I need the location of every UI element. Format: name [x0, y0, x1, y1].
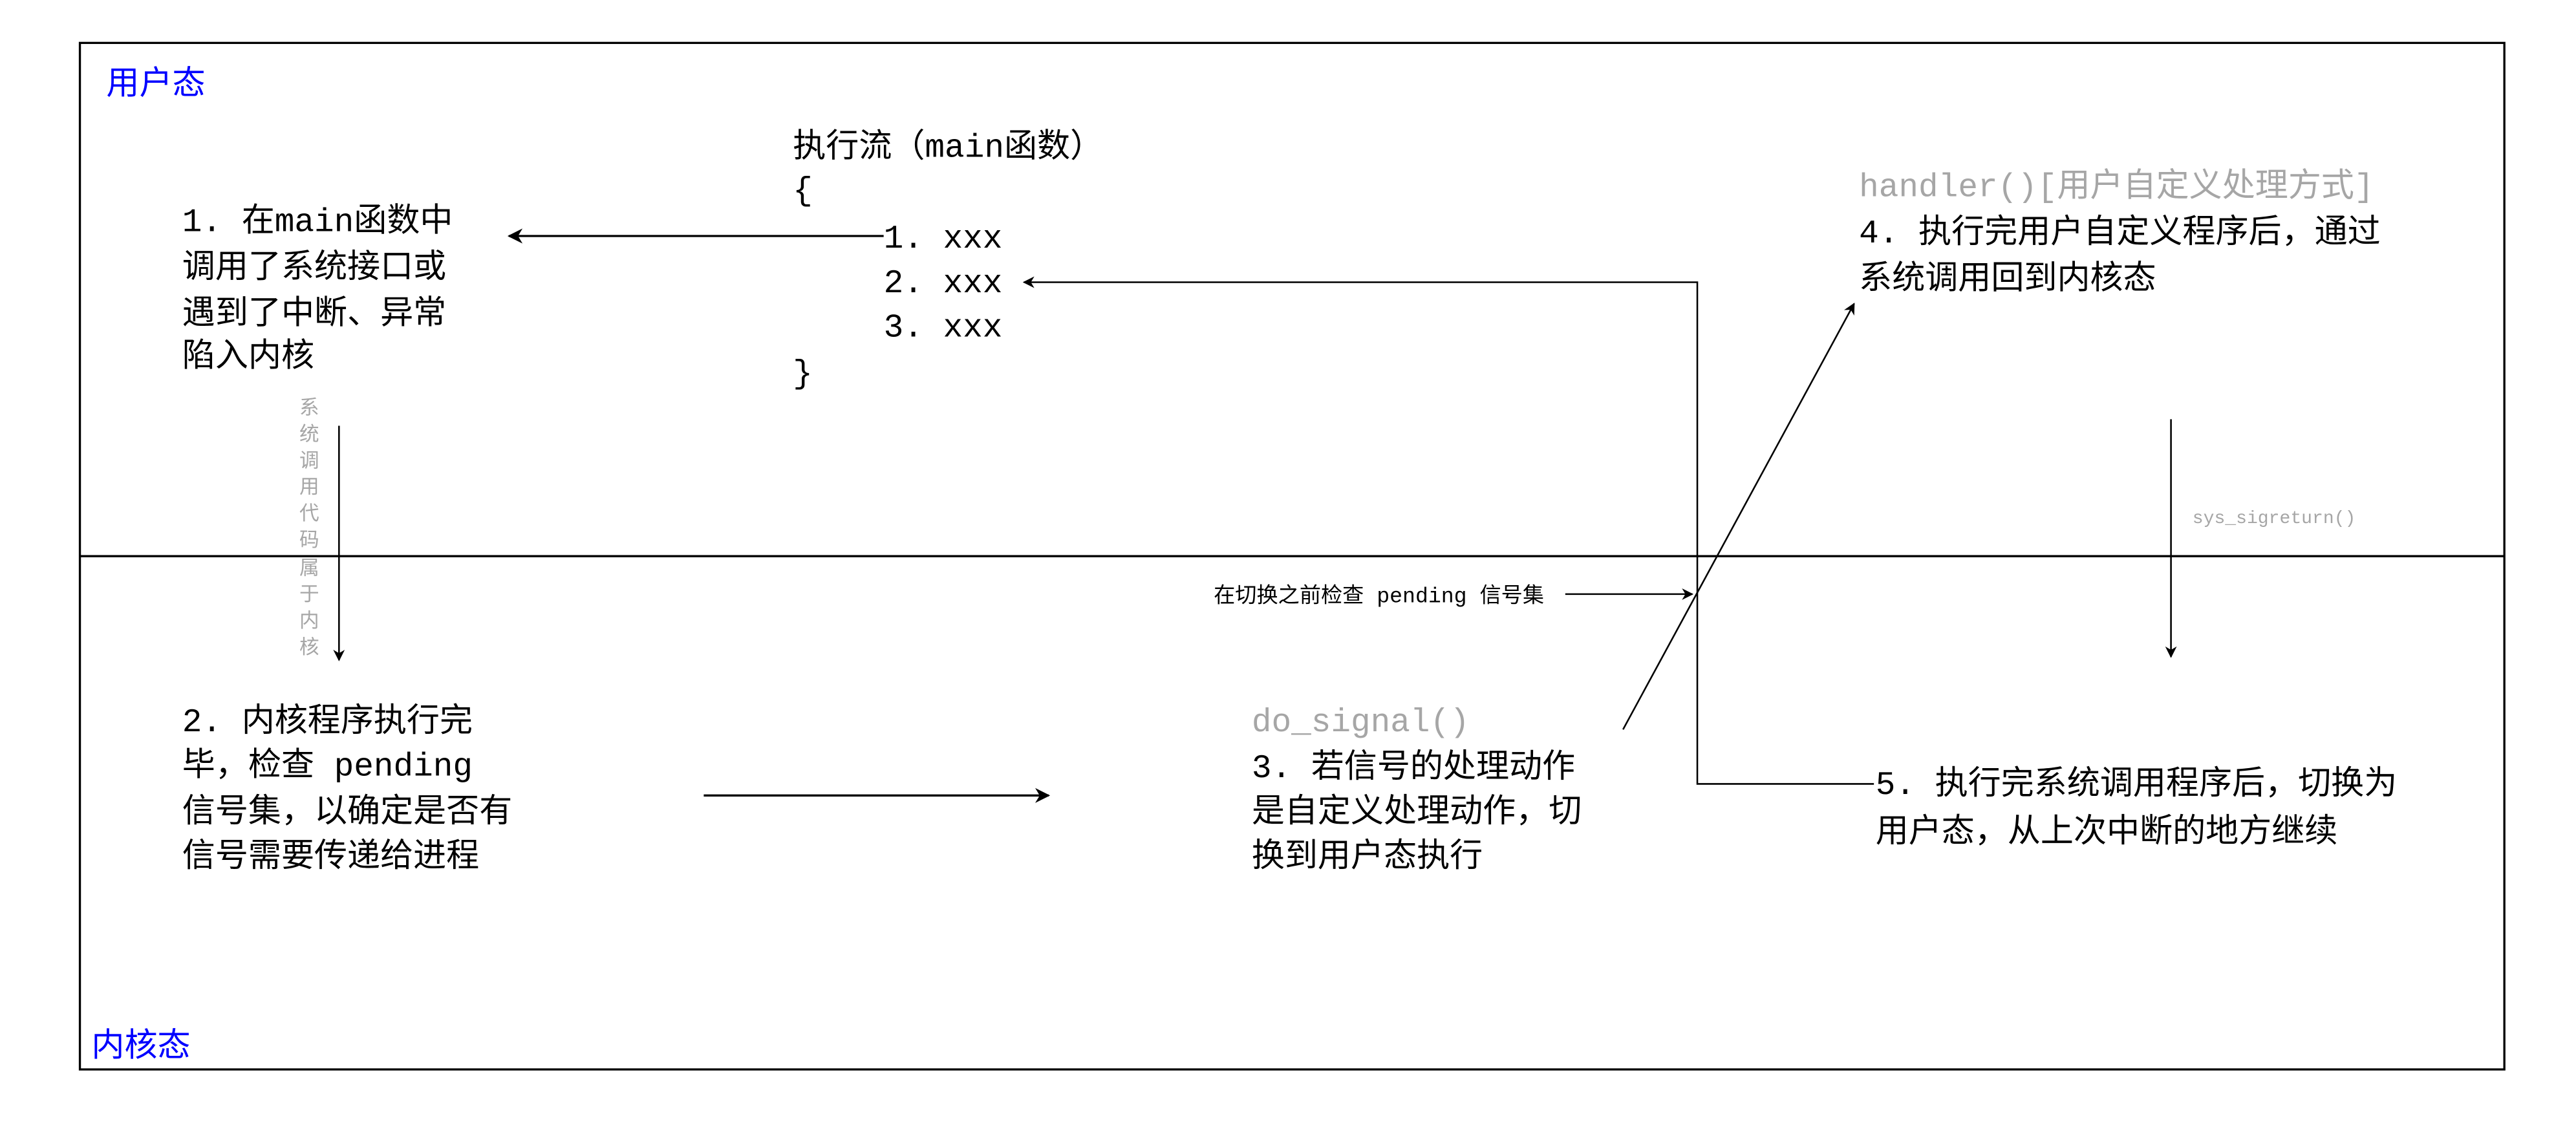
svg-text:1. 在main函数中: 1. 在main函数中 — [182, 202, 453, 241]
svg-text:用户态，从上次中断的地方继续: 用户态，从上次中断的地方继续 — [1876, 813, 2338, 852]
svg-text:内: 内 — [299, 610, 319, 634]
check-pending-note: 在切换之前检查 pending 信号集 — [1214, 584, 1544, 609]
svg-text:5. 执行完系统调用程序后，切换为: 5. 执行完系统调用程序后，切换为 — [1876, 766, 2398, 804]
svg-text:核: 核 — [299, 636, 319, 660]
svg-text:信号需要传递给进程: 信号需要传递给进程 — [182, 838, 479, 877]
svg-text:系: 系 — [299, 398, 319, 421]
exec-step-2: 2. xxx — [884, 265, 1003, 303]
user-mode-label: 用户态 — [106, 65, 205, 104]
svg-text:毕，检查 pending: 毕，检查 pending — [182, 747, 473, 786]
svg-text:是自定义处理动作，切: 是自定义处理动作，切 — [1252, 793, 1582, 832]
svg-text:属: 属 — [299, 558, 319, 581]
svg-text:系统调用回到内核态: 系统调用回到内核态 — [1859, 261, 2156, 299]
svg-text:2. 内核程序执行完: 2. 内核程序执行完 — [182, 703, 473, 742]
svg-text:陷入内核: 陷入内核 — [182, 338, 314, 377]
syscall-note: 系 统 调 用 代 码 属 于 内 核 — [299, 398, 319, 660]
close-brace: } — [793, 356, 813, 393]
step1-text: 1. 在main函数中 调用了系统接口或 遇到了中断、异常 陷入内核 — [182, 202, 453, 376]
svg-text:码: 码 — [299, 530, 319, 553]
step2-text: 2. 内核程序执行完 毕，检查 pending 信号集，以确定是否有 信号需要传… — [182, 703, 512, 877]
exec-step-3: 3. xxx — [884, 310, 1003, 347]
exec-flow-title: 执行流（main函数） — [793, 128, 1103, 167]
svg-text:调用了系统接口或: 调用了系统接口或 — [182, 249, 446, 288]
svg-text:信号集，以确定是否有: 信号集，以确定是否有 — [182, 793, 512, 832]
svg-text:用: 用 — [299, 477, 319, 500]
kernel-mode-label: 内核态 — [91, 1028, 190, 1067]
arrow-step5-to-exec — [1022, 276, 1874, 785]
svg-text:3. 若信号的处理动作: 3. 若信号的处理动作 — [1252, 749, 1575, 788]
do-signal-label: do_signal() — [1252, 704, 1470, 742]
arrow-step3-to-step4 — [1622, 303, 1855, 730]
open-brace: { — [793, 173, 813, 210]
svg-text:代: 代 — [299, 503, 319, 526]
step3-text: 3. 若信号的处理动作 是自定义处理动作，切 换到用户态执行 — [1252, 749, 1582, 877]
svg-text:换到用户态执行: 换到用户态执行 — [1252, 838, 1483, 877]
svg-text:调: 调 — [299, 450, 319, 473]
step5-text: 5. 执行完系统调用程序后，切换为 用户态，从上次中断的地方继续 — [1876, 766, 2398, 852]
svg-text:遇到了中断、异常: 遇到了中断、异常 — [182, 295, 446, 334]
svg-text:4. 执行完用户自定义程序后，通过: 4. 执行完用户自定义程序后，通过 — [1859, 214, 2381, 253]
svg-text:于: 于 — [299, 584, 319, 607]
sys-sigreturn-label: sys_sigreturn() — [2193, 509, 2356, 529]
handler-label: handler()[用户自定义处理方式] — [1859, 168, 2374, 207]
exec-step-1: 1. xxx — [884, 220, 1003, 258]
step4-text: 4. 执行完用户自定义程序后，通过 系统调用回到内核态 — [1859, 214, 2381, 299]
svg-text:统: 统 — [299, 423, 319, 447]
